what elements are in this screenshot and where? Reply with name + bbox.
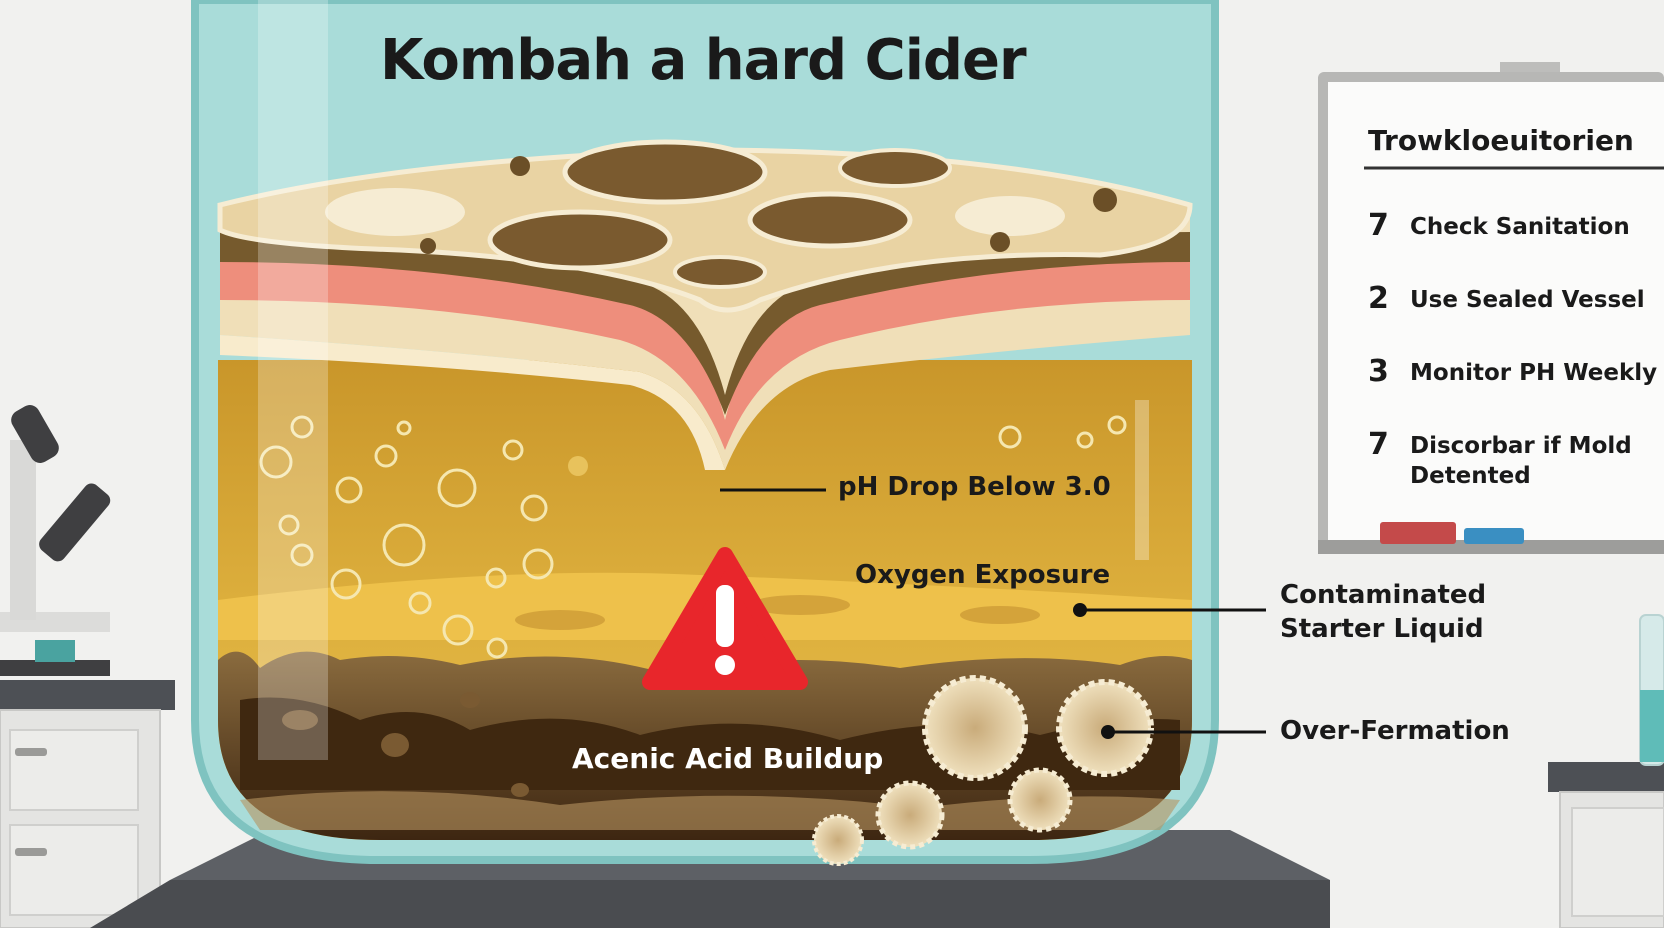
microscope-icon xyxy=(0,405,111,676)
whiteboard-title: Trowkloeuitorien xyxy=(1368,124,1634,157)
callout-dot-oxygen xyxy=(1073,603,1087,617)
step-text: Discorbar if Mold Detented xyxy=(1410,433,1632,489)
scoby-layers xyxy=(217,139,1193,470)
warning-triangle-icon xyxy=(642,547,808,690)
step-text: Monitor PH Weekly xyxy=(1410,360,1658,386)
callout-acid-buildup: Acenic Acid Buildup xyxy=(572,742,884,775)
glass-highlight xyxy=(258,0,328,760)
step-number: 2 xyxy=(1368,281,1389,316)
particle xyxy=(568,456,588,476)
callout-lines xyxy=(720,488,1266,734)
callout-ph-drop: pH Drop Below 3.0 xyxy=(838,472,1111,502)
callout-over-fermentation: Over-Fermation xyxy=(1280,716,1510,746)
callout-oxygen-exposure: Oxygen Exposure xyxy=(855,560,1111,590)
callout-contaminated-starter: Contaminated Starter Liquid xyxy=(1280,580,1487,644)
step-number: 7 xyxy=(1368,427,1389,462)
lab-counter-left xyxy=(0,680,175,928)
bubbles xyxy=(259,415,1127,659)
step-text: Use Sealed Vessel xyxy=(1410,287,1645,313)
lab-counter-right xyxy=(1548,614,1664,928)
diagram-title: Kombah a hard Cider xyxy=(380,28,1027,93)
yeast-colony xyxy=(812,675,1154,866)
step-text: Check Sanitation xyxy=(1410,214,1630,240)
step-number: 7 xyxy=(1368,208,1389,243)
callout-dot-overferm xyxy=(1101,725,1115,739)
step-number: 3 xyxy=(1368,354,1389,389)
whiteboard xyxy=(1318,62,1664,554)
